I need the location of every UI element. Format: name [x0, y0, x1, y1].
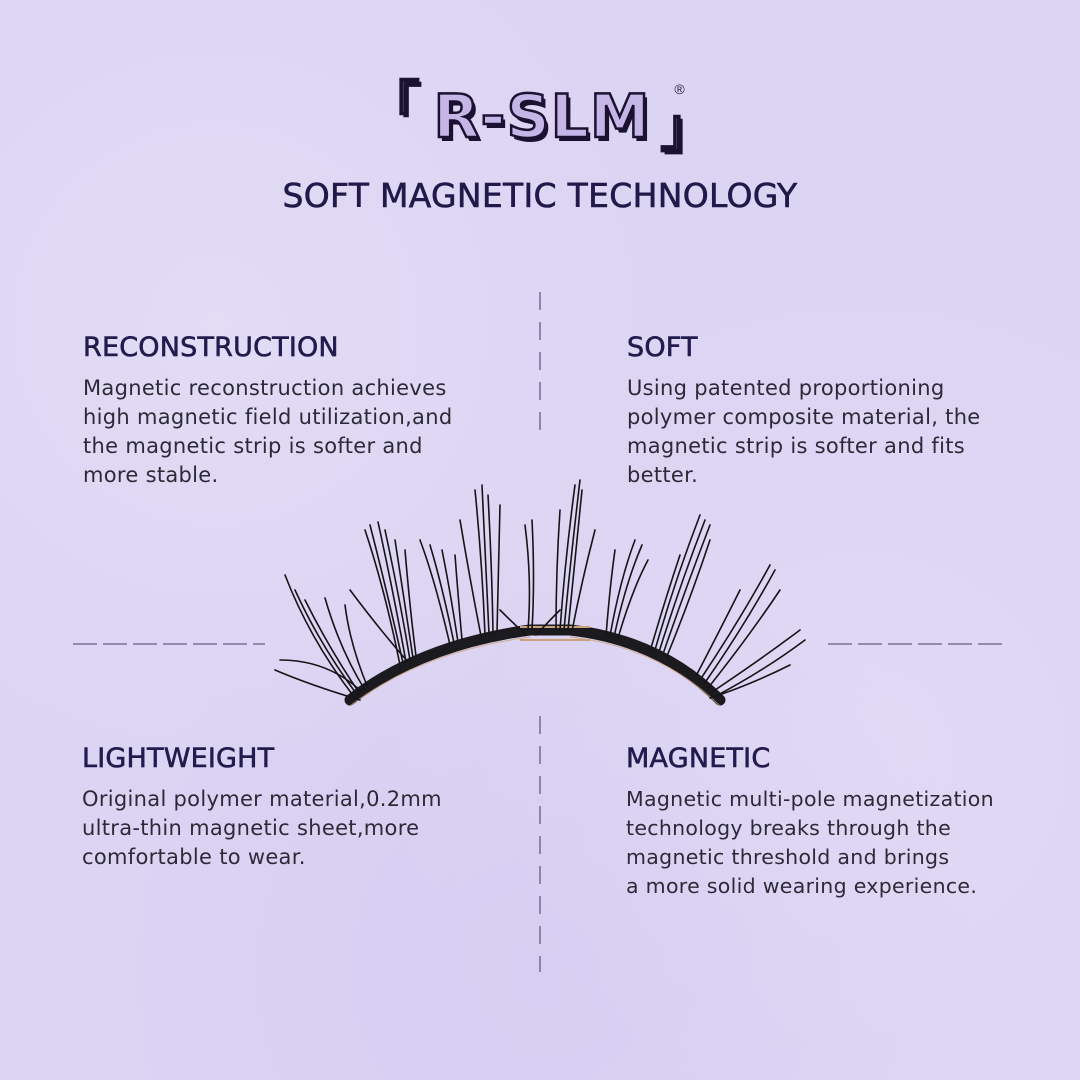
feature-title: RECONSTRUCTION: [83, 332, 339, 364]
divider-vertical-top: [539, 292, 541, 432]
logo-bracket-right: 」: [660, 99, 714, 159]
registered-trademark-icon: ®: [674, 81, 685, 97]
divider-vertical-bottom: [539, 716, 541, 972]
feature-magnetic: MAGNETIC Magnetic multi-pole magnetizati…: [626, 743, 1046, 901]
feature-lightweight: LIGHTWEIGHT Original polymer material,0.…: [82, 743, 522, 872]
feature-title: MAGNETIC: [626, 743, 771, 775]
feature-reconstruction: RECONSTRUCTION Magnetic reconstruction a…: [83, 332, 523, 490]
page-subtitle: SOFT MAGNETIC TECHNOLOGY: [282, 176, 798, 216]
feature-description: Magnetic multi-pole magnetization techno…: [626, 787, 994, 899]
divider-horizontal-left: [73, 643, 265, 645]
feature-description: Original polymer material,0.2mm ultra-th…: [82, 787, 442, 870]
feature-title: LIGHTWEIGHT: [82, 743, 275, 775]
brand-logo: 「 R-SLM ® 」: [0, 72, 1080, 162]
feature-soft: SOFT Using patented proportioning polyme…: [627, 332, 1067, 490]
eyelash-image: [274, 479, 806, 707]
divider-horizontal-right: [828, 643, 1008, 645]
feature-description: Magnetic reconstruction achieves high ma…: [83, 376, 453, 488]
feature-description: Using patented proportioning polymer com…: [627, 376, 981, 488]
logo-wordmark: R-SLM: [432, 82, 651, 152]
feature-title: SOFT: [627, 332, 698, 364]
logo-bracket-left: 「: [366, 77, 420, 137]
